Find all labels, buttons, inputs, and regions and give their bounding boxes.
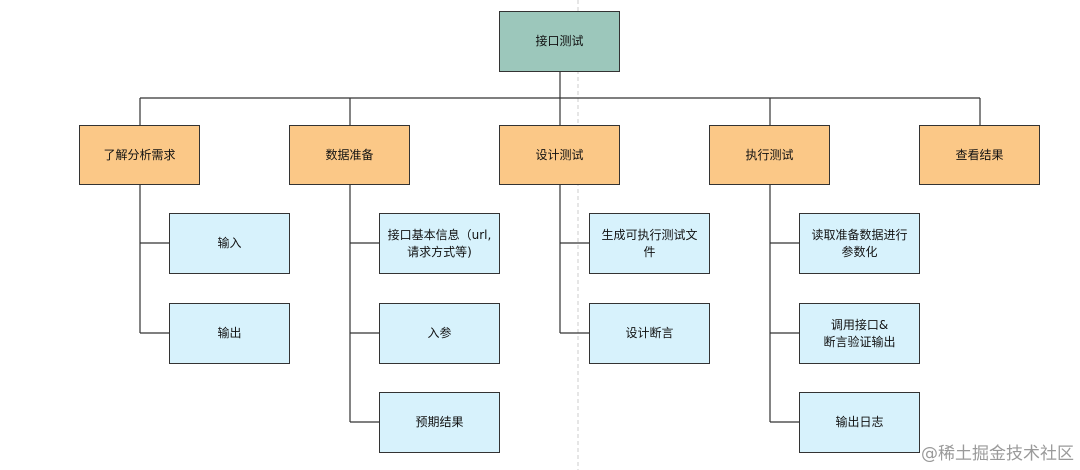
leaf-node-log: 输出日志 (799, 392, 920, 453)
category-node-results: 查看结果 (919, 125, 1040, 185)
category-node-data-prep: 数据准备 (289, 125, 410, 185)
category-node-requirements: 了解分析需求 (79, 125, 200, 185)
leaf-node-assertion: 设计断言 (589, 303, 710, 364)
leaf-node-api-info: 接口基本信息（url,请求方式等) (379, 213, 500, 274)
leaf-node-expected: 预期结果 (379, 392, 500, 453)
category-node-design: 设计测试 (499, 125, 620, 185)
leaf-node-gen-test-file: 生成可执行测试文件 (589, 213, 710, 274)
leaf-node-params: 入参 (379, 303, 500, 364)
leaf-node-output: 输出 (169, 303, 290, 364)
leaf-node-call-verify: 调用接口& 断言验证输出 (799, 303, 920, 364)
category-node-execute: 执行测试 (709, 125, 830, 185)
root-node: 接口测试 (499, 11, 620, 72)
leaf-node-parametrize: 读取准备数据进行参数化 (799, 213, 920, 274)
watermark-text: @稀土掘金技术社区 (921, 444, 1074, 464)
leaf-node-input: 输入 (169, 213, 290, 274)
